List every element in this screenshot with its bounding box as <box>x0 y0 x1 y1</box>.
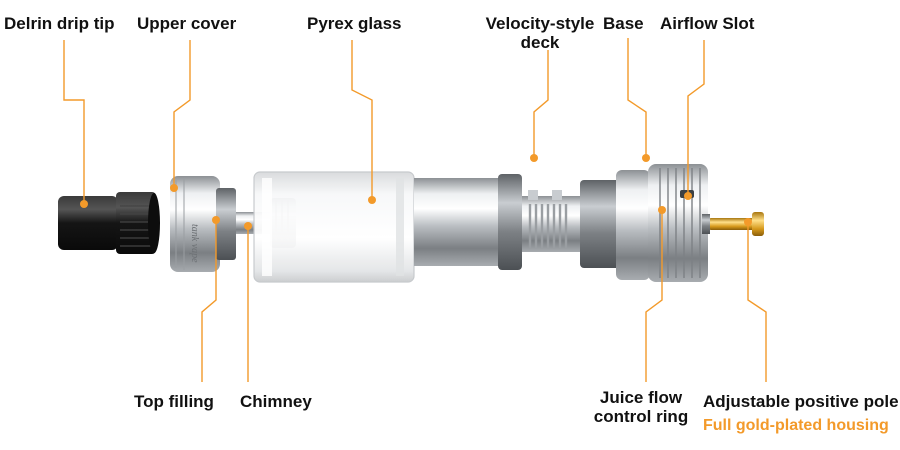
label-juice-flow-line2: control ring <box>593 407 689 426</box>
base <box>580 164 708 282</box>
label-upper-cover: Upper cover <box>137 14 237 33</box>
drip-tip <box>58 192 160 254</box>
pyrex-glass <box>253 171 415 283</box>
positive-pole <box>702 212 764 236</box>
label-juice-flow-ring: Juice flow control ring <box>586 388 696 426</box>
coil <box>528 204 568 248</box>
leader-lines <box>63 38 767 382</box>
label-velocity-deck: Velocity-style deck <box>472 14 608 52</box>
label-top-filling: Top filling <box>134 392 214 411</box>
label-gold-housing: Full gold-plated housing <box>703 417 889 434</box>
label-delrin-drip-tip: Delrin drip tip <box>4 14 115 33</box>
brand-engraving: tank vape <box>189 224 200 263</box>
label-base: Base <box>603 14 644 33</box>
label-pyrex-glass: Pyrex glass <box>307 14 402 33</box>
upper-cover: tank vape <box>170 176 236 272</box>
velocity-deck <box>414 174 580 270</box>
label-chimney: Chimney <box>240 392 312 411</box>
label-juice-flow-line1: Juice flow <box>599 388 683 407</box>
label-velocity-deck-line1: Velocity-style <box>485 14 595 33</box>
label-airflow-slot: Airflow Slot <box>660 14 755 33</box>
leader-dots <box>80 154 752 230</box>
label-positive-pole: Adjustable positive pole <box>703 392 899 411</box>
label-velocity-deck-line2: deck <box>520 33 560 52</box>
